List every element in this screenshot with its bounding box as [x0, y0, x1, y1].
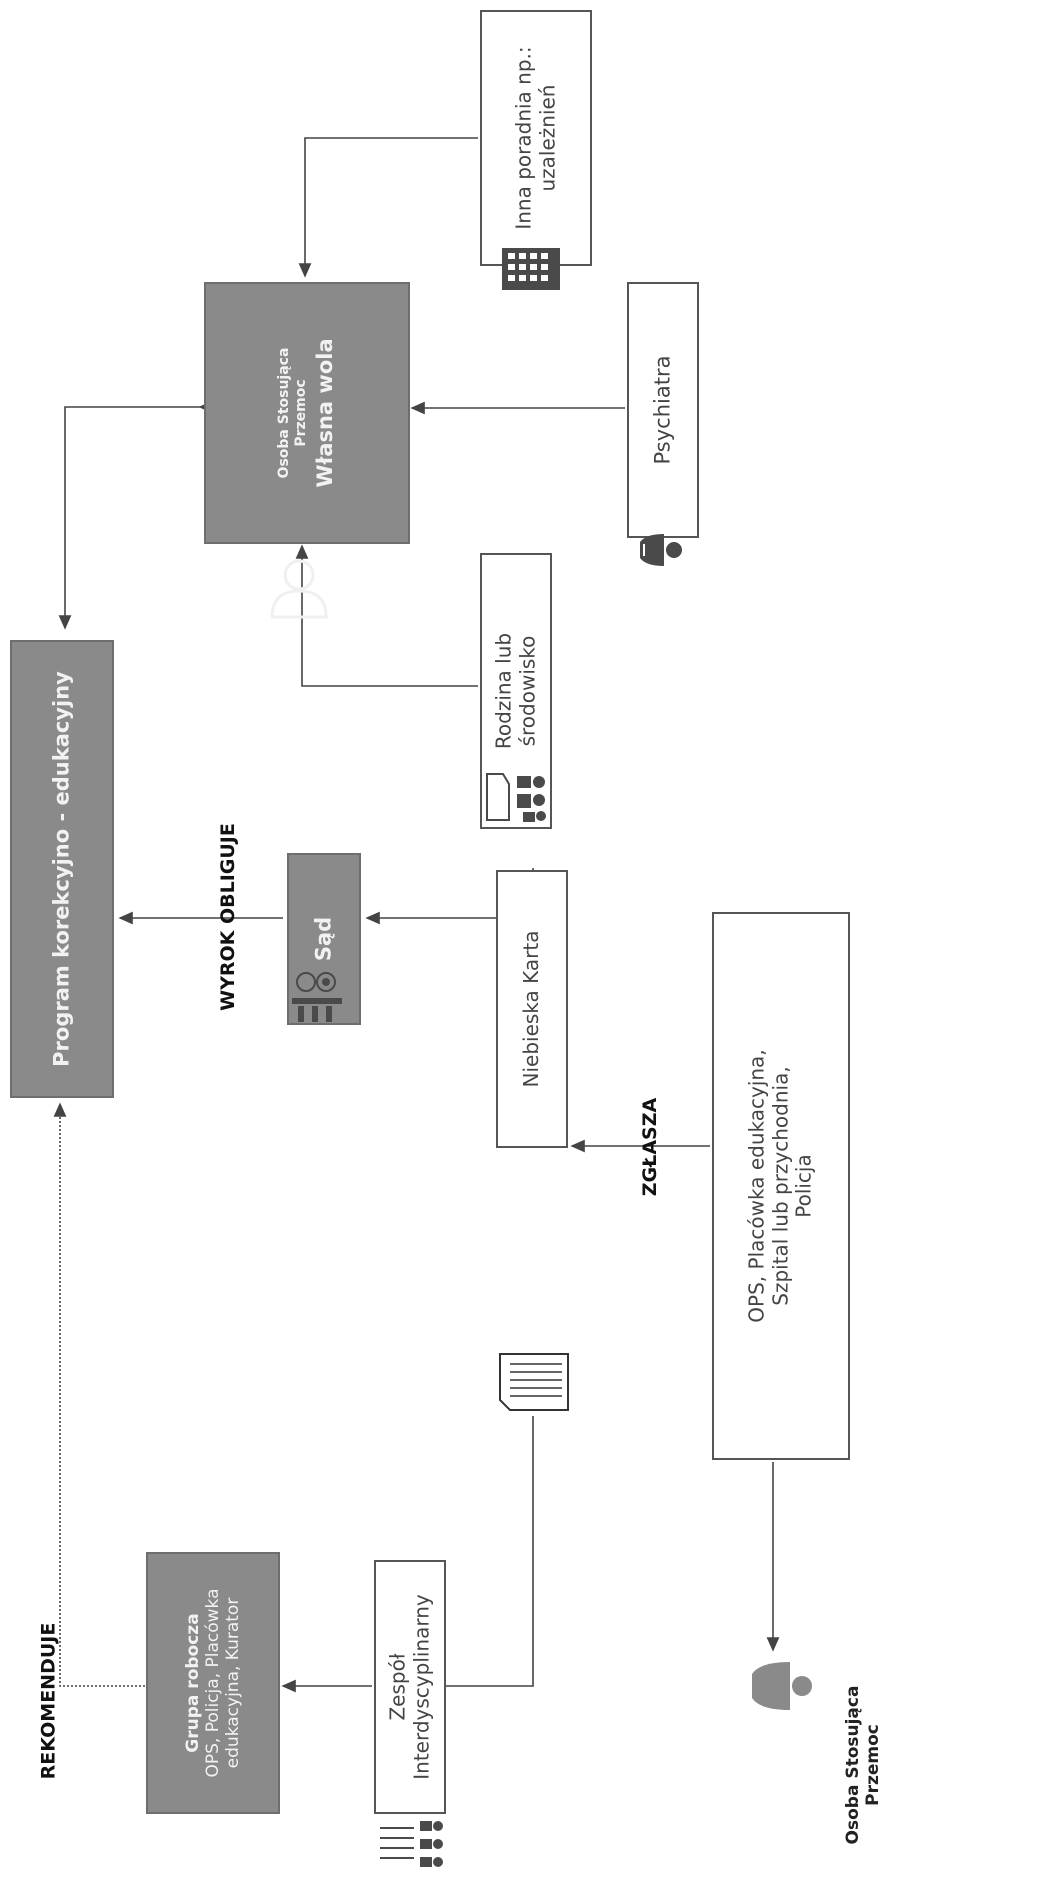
- zglasza-label: ZGŁASZA: [639, 1097, 662, 1197]
- arrow-osoba-program: [58, 400, 213, 630]
- niebieska-karta-label: Niebieska Karta: [519, 930, 544, 1088]
- group-people-icon: [380, 1821, 443, 1867]
- person-icon: [752, 1662, 812, 1710]
- grupa-robocza-box: Grupa robocza OPS, Policja, Placówka edu…: [146, 1552, 280, 1814]
- sad-box: Sąd: [287, 853, 361, 1025]
- arrow-rodzina-to-osoba: [295, 544, 478, 687]
- grupa-robocza-body: OPS, Policja, Placówka edukacyjna, Kurat…: [202, 1588, 244, 1778]
- osoba-bottom-wrap: Osoba Stosująca Przemoc: [828, 1660, 898, 1870]
- zespol-label: Zespół Interdyscyplinarny: [385, 1594, 433, 1780]
- doctor-icon: [640, 534, 682, 566]
- building-icon: [502, 248, 560, 290]
- ops-box: OPS, Placówka edukacyjna, Szpital lub pr…: [712, 912, 850, 1460]
- grupa-robocza-title: Grupa robocza: [182, 1613, 203, 1753]
- arrow-karta-to-zespol: [418, 1416, 534, 1693]
- osoba-center-label: Osoba Stosująca Przemoc: [276, 347, 309, 479]
- zespol-box: Zespół Interdyscyplinarny: [374, 1560, 446, 1814]
- program-label: Program korekcyjno - edukacyjny: [49, 671, 74, 1067]
- arrow-grupa-to-program: [53, 1102, 145, 1687]
- niebieska-karta-box: Niebieska Karta: [496, 870, 568, 1148]
- osoba-wlasna-wola-box: Osoba Stosująca Przemoc Własna wola: [204, 282, 410, 619]
- program-box: Program korekcyjno - edukacyjny: [10, 640, 114, 1098]
- psychiatra-label: Psychiatra: [650, 355, 675, 465]
- person-outline-icon: [270, 559, 328, 619]
- psychiatra-box: Psychiatra: [627, 282, 699, 538]
- arrow-poradnia-to-osoba: [298, 137, 478, 278]
- ops-label: OPS, Placówka edukacyjna, Szpital lub pr…: [744, 1049, 816, 1323]
- inna-poradnia-box: Inna poradnia np.: uzależnień: [480, 10, 592, 266]
- judge-icon: [292, 972, 342, 1022]
- osoba-bottom-label: Osoba Stosująca Przemoc: [842, 1685, 883, 1845]
- inna-poradnia-label: Inna poradnia np.: uzależnień: [511, 46, 559, 230]
- rekomenduje-label: REKOMENDUJE: [37, 1622, 60, 1780]
- family-icon: [486, 773, 546, 822]
- wyrok-obliguje-label: WYROK OBLIGUJE: [216, 823, 239, 1011]
- wlasna-wola-label: Własna wola: [313, 338, 338, 488]
- document-icon: [499, 1353, 569, 1411]
